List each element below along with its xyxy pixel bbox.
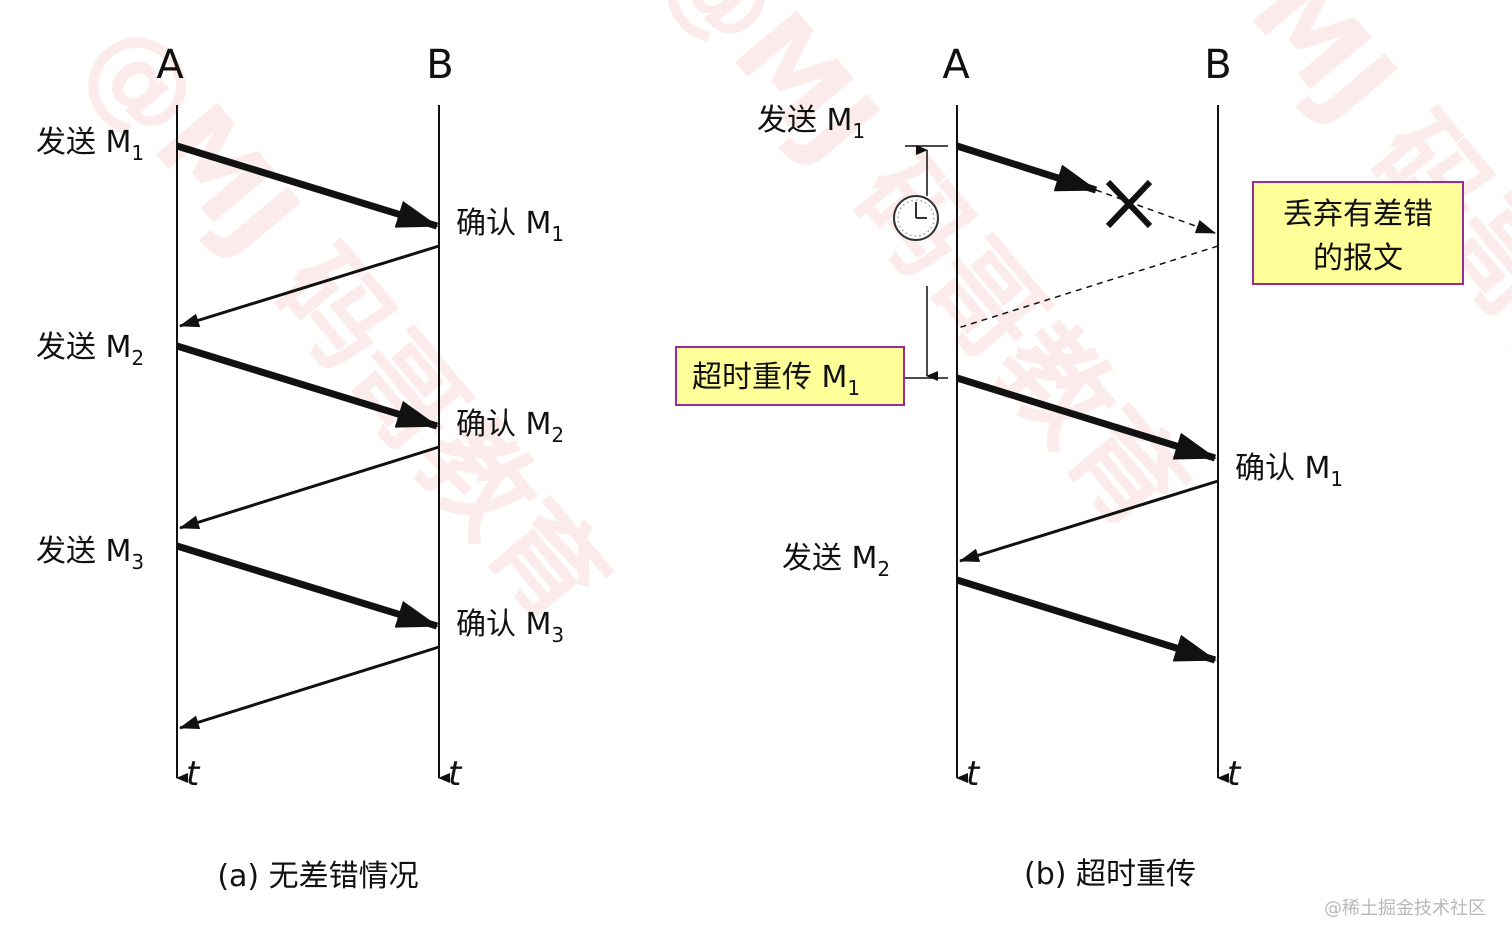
caption-b: (b) 超时重传	[1024, 857, 1196, 892]
ack-arrow	[179, 645, 440, 730]
ack-arrow	[959, 479, 1219, 563]
time-label-b: t	[448, 754, 463, 794]
data-frame-arrow	[955, 576, 1217, 664]
data-frame-arrow	[955, 142, 1098, 194]
time-label-b: t	[1227, 754, 1242, 794]
send-label: 发送 M2	[782, 541, 890, 581]
ack-arrow	[179, 244, 440, 328]
retransmit-arrow	[955, 374, 1217, 462]
diagram-b-timeout-retransmit: A B t t 发送 M1 确认 M1 发送 M2	[675, 42, 1464, 892]
timeout-dashed	[957, 245, 1219, 329]
discard-label-line1: 丢弃有差错	[1283, 197, 1433, 232]
send-label: 发送 M3	[36, 534, 144, 574]
cross-icon	[1105, 179, 1153, 229]
ack-label: 确认 M3	[456, 607, 564, 647]
host-b-label: B	[1204, 42, 1231, 88]
host-a-label: A	[156, 42, 184, 88]
diagram-a-no-error: A B t t 发送 M1 发送 M2 发送 M3 确认 M1 确认 M2 确认…	[36, 42, 564, 894]
discard-note-box: 丢弃有差错 的报文	[1252, 181, 1464, 285]
ack-label: 确认 M1	[456, 206, 564, 246]
retransmit-note-box: 超时重传 M1	[675, 346, 905, 406]
send-label: 发送 M2	[36, 330, 144, 370]
time-label-a: t	[966, 754, 981, 794]
ack-arrow	[179, 445, 440, 530]
time-label-a: t	[186, 754, 201, 794]
caption-a: (a) 无差错情况	[217, 859, 418, 894]
retransmit-label: 超时重传 M1	[692, 360, 860, 400]
lost-frame-dashed	[1095, 189, 1216, 234]
host-a-label: A	[942, 42, 970, 88]
data-frame-arrow	[175, 542, 439, 630]
watermark-text: @MJ 码哥教育	[638, 0, 1211, 552]
data-frame-arrow	[175, 342, 439, 430]
host-b-label: B	[426, 42, 453, 88]
clock-icon	[893, 195, 939, 241]
ack-label: 确认 M1	[1235, 451, 1343, 491]
discard-label-line2: 的报文	[1313, 241, 1403, 276]
data-frame-arrow	[175, 142, 439, 230]
watermark-text: @MJ 码哥教育	[59, 0, 632, 645]
ack-label: 确认 M2	[456, 407, 564, 447]
send-label: 发送 M1	[757, 103, 865, 143]
footer-credit: @稀土掘金技术社区	[1324, 898, 1486, 919]
send-label: 发送 M1	[36, 125, 144, 165]
